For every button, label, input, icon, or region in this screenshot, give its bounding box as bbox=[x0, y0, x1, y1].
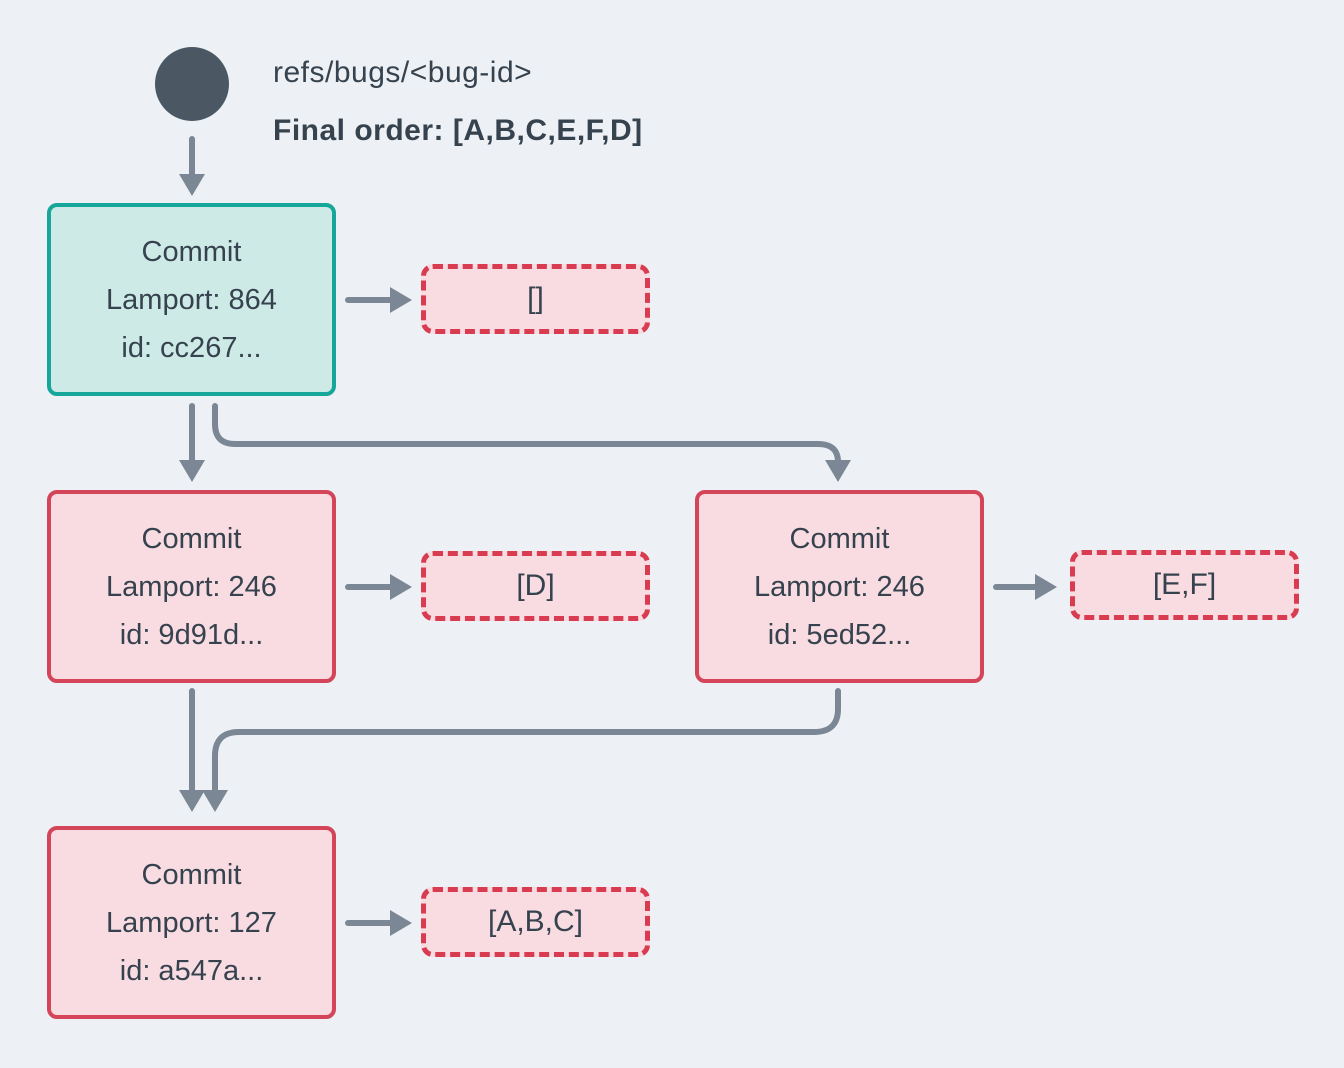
commit-lamport: Lamport: 864 bbox=[106, 283, 277, 316]
ops-value: [A,B,C] bbox=[487, 905, 584, 938]
arrowhead-right-to-ops bbox=[1035, 574, 1057, 600]
commit-lamport: Lamport: 246 bbox=[106, 570, 277, 603]
arrowhead-ref-to-root bbox=[179, 174, 205, 196]
commit-node-left: Commit Lamport: 246 id: 9d91d... bbox=[47, 490, 336, 683]
arrowhead-root-to-right bbox=[825, 460, 851, 482]
ops-box-root: [] bbox=[421, 264, 650, 334]
ops-box-right: [E,F] bbox=[1070, 550, 1299, 620]
final-order-label: Final order: [A,B,C,E,F,D] bbox=[273, 114, 643, 147]
commit-title: Commit bbox=[141, 858, 242, 891]
arrowhead-root-to-left bbox=[179, 460, 205, 482]
commit-title: Commit bbox=[789, 522, 890, 555]
commit-node-root: Commit Lamport: 864 id: cc267... bbox=[47, 203, 336, 396]
ops-value: [] bbox=[527, 282, 544, 315]
commit-lamport: Lamport: 246 bbox=[754, 570, 925, 603]
arrowhead-root-to-ops bbox=[390, 287, 412, 313]
ref-name-label: refs/bugs/<bug-id> bbox=[273, 56, 533, 89]
ops-value: [E,F] bbox=[1152, 568, 1217, 601]
ref-head-circle bbox=[155, 47, 229, 121]
commit-id: id: cc267... bbox=[121, 331, 262, 364]
arrowhead-right-to-bottom bbox=[202, 790, 228, 812]
arrowhead-left-to-bottom bbox=[179, 790, 205, 812]
commit-id: id: 5ed52... bbox=[767, 618, 912, 651]
arrowhead-bottom-to-ops bbox=[390, 910, 412, 936]
arrowhead-left-to-ops bbox=[390, 574, 412, 600]
ops-value: [D] bbox=[516, 569, 555, 602]
commit-id: id: a547a... bbox=[119, 954, 264, 987]
edge-root-to-right bbox=[212, 403, 841, 465]
commit-lamport: Lamport: 127 bbox=[106, 906, 277, 939]
ops-box-left: [D] bbox=[421, 551, 650, 621]
commit-node-right: Commit Lamport: 246 id: 5ed52... bbox=[695, 490, 984, 683]
commit-title: Commit bbox=[141, 522, 242, 555]
commit-id: id: 9d91d... bbox=[119, 618, 264, 651]
commit-node-bottom: Commit Lamport: 127 id: a547a... bbox=[47, 826, 336, 1019]
edge-right-to-bottom bbox=[212, 688, 841, 795]
ops-box-bottom: [A,B,C] bbox=[421, 887, 650, 957]
commit-title: Commit bbox=[141, 235, 242, 268]
